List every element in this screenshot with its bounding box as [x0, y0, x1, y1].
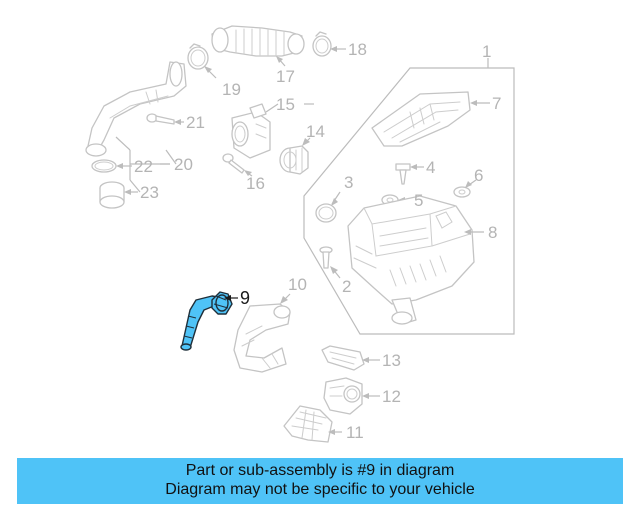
part-16-screw [222, 153, 253, 177]
part-21-bolt [146, 113, 184, 125]
part-13-duct [321, 345, 380, 371]
part-6-grommet [453, 179, 477, 198]
callout-7: 7 [492, 94, 501, 113]
part-14-connector [279, 137, 311, 175]
assembly-frame-1 [303, 58, 515, 335]
part-23-coupling [99, 181, 138, 209]
part-17-intake-boot [211, 25, 305, 67]
callout-21: 21 [186, 113, 205, 132]
banner-line-part-number: Part or sub-assembly is #9 in diagram [185, 462, 455, 479]
callout-2: 2 [342, 277, 351, 296]
part-7-cover [371, 91, 490, 147]
part-22-clamp [91, 159, 132, 173]
part-20-intake-tube [85, 61, 187, 193]
callout-13: 13 [382, 351, 401, 370]
part-3-oring [315, 191, 341, 223]
callout-10: 10 [288, 275, 307, 294]
part-15-maf-sensor [231, 103, 279, 159]
callout-19: 19 [222, 80, 241, 99]
callout-14: 14 [306, 122, 325, 141]
callout-3: 3 [344, 173, 353, 192]
banner-line-disclaimer: Diagram may not be specific to your vehi… [165, 481, 475, 498]
callout-5: 5 [414, 191, 423, 210]
part-12-mount [323, 377, 380, 415]
part-9-breather-hose [180, 291, 238, 351]
callout-11: 11 [346, 423, 364, 442]
callout-17: 17 [276, 67, 295, 86]
callout-8: 8 [488, 223, 497, 242]
part-10-intake-hose [233, 293, 291, 373]
callout-20: 20 [174, 155, 193, 174]
callout-15: 15 [276, 95, 295, 114]
callout-4: 4 [426, 158, 435, 177]
callout-6: 6 [474, 166, 483, 185]
part-4-bolt [395, 163, 424, 185]
part-8-air-cleaner-housing [347, 195, 484, 325]
part-18-clamp [312, 31, 346, 57]
callout-9: 9 [240, 288, 250, 308]
callout-18: 18 [348, 40, 367, 59]
callout-16: 16 [246, 174, 265, 193]
callout-23: 23 [140, 183, 159, 202]
part-19-clamp [187, 43, 217, 79]
part-11-air-guide [283, 405, 342, 443]
callout-12: 12 [382, 387, 401, 406]
callout-22: 22 [134, 157, 153, 176]
callout-1: 1 [482, 42, 491, 61]
info-banner: Part or sub-assembly is #9 in diagram Di… [17, 458, 623, 504]
part-2-screw [319, 246, 341, 279]
